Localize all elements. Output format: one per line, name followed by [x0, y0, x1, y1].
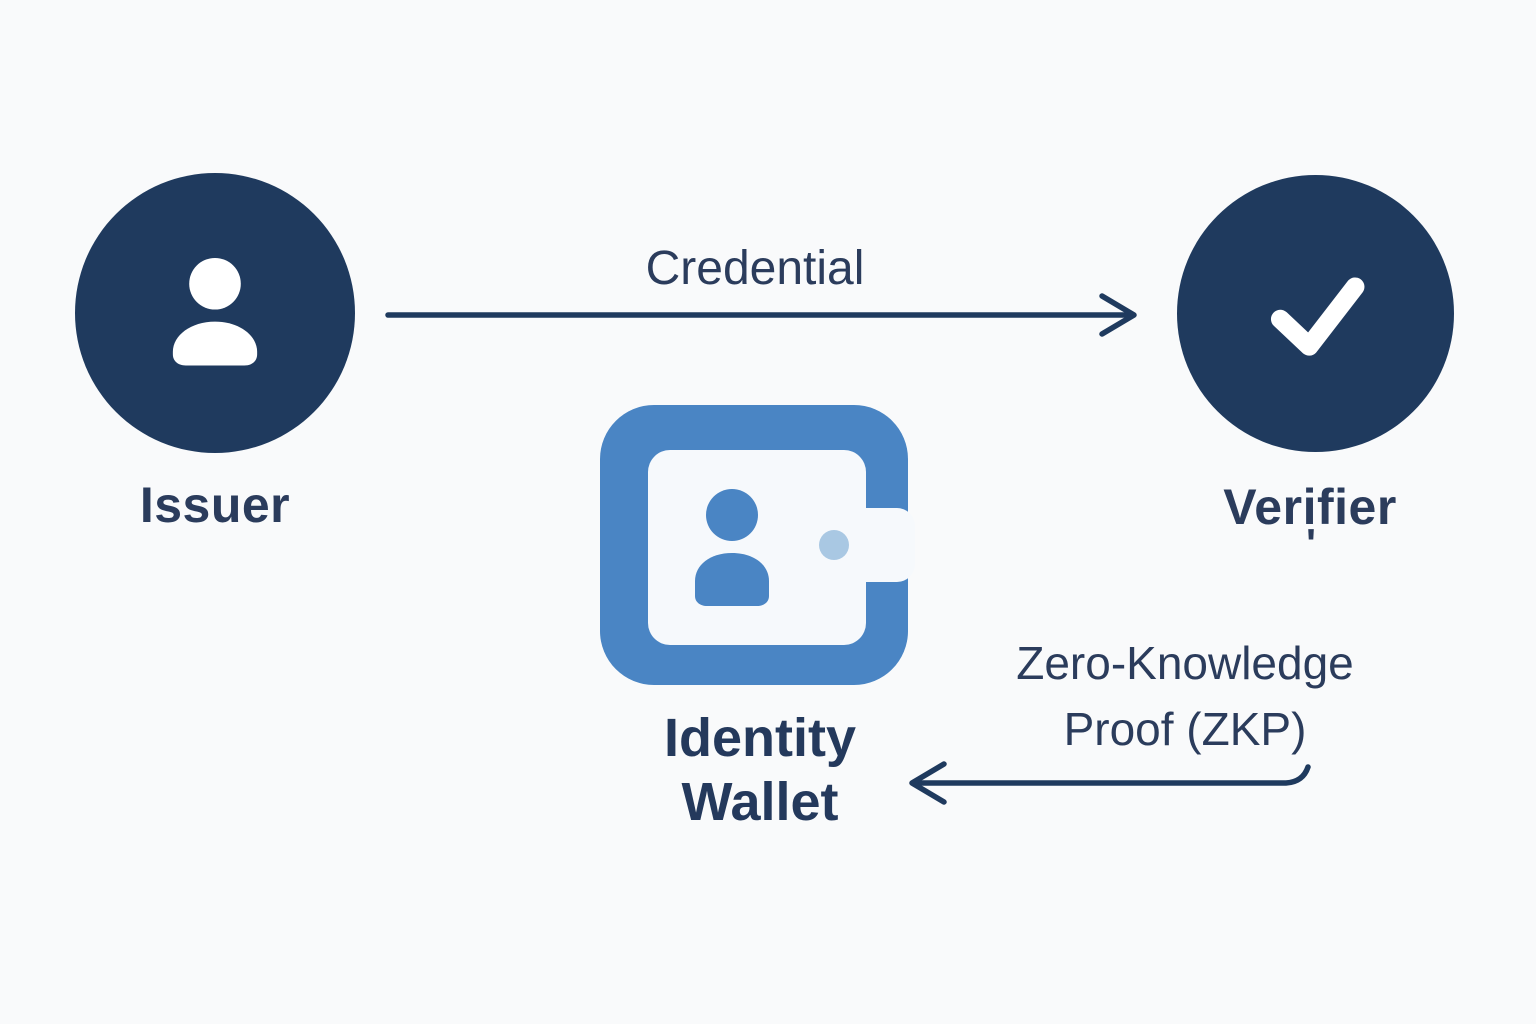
issuer-label: Issuer: [139, 477, 291, 533]
zkp-arrow: [909, 761, 1311, 805]
verifier-label: Verifier: [1223, 479, 1397, 535]
verifier-node: [1177, 175, 1454, 452]
wallet-label-line1: Identity: [663, 708, 856, 768]
wallet-person-icon: [695, 489, 769, 606]
wallet-label-line2: Wallet: [681, 772, 839, 832]
wallet-node: [600, 405, 920, 690]
zkp-label-line1: Zero-Knowledge: [1016, 637, 1354, 689]
zkp-arrow-label: Zero-Knowledge Proof (ZKP): [970, 630, 1400, 762]
verifier-stray-mark: ': [1306, 520, 1316, 567]
issuer-node: [75, 173, 355, 453]
checkmark-icon: [1270, 276, 1364, 356]
wallet-icon: [600, 405, 915, 685]
person-icon: [172, 257, 258, 366]
credential-arrow-label: Credential: [645, 242, 865, 295]
zkp-label-line2: Proof (ZKP): [1063, 703, 1307, 755]
wallet-label: Identity Wallet: [560, 706, 960, 834]
credential-arrow: [385, 293, 1137, 337]
